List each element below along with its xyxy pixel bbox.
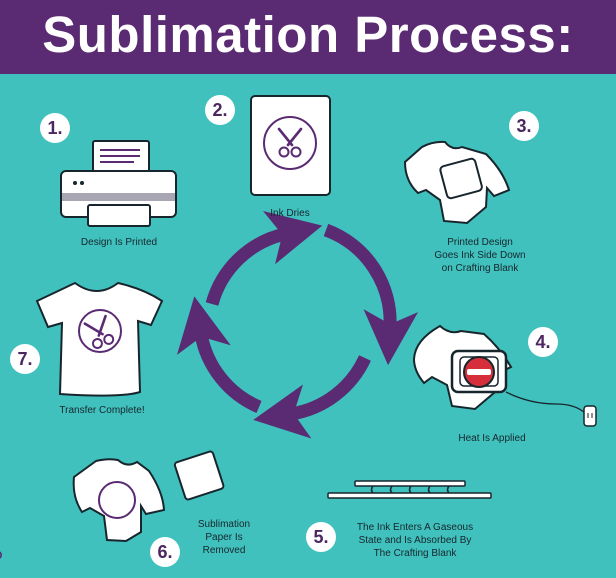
step-3-badge: 3. xyxy=(509,111,539,141)
step-7-badge: 7. xyxy=(10,344,40,374)
step-1-caption: Design Is Printed xyxy=(80,237,158,248)
step-5-caption: The Ink Enters A Gaseous State and Is Ab… xyxy=(356,522,474,559)
heat-press-icon xyxy=(412,324,597,427)
step-2-badge: 2. xyxy=(205,95,235,125)
transfer-paper-icon xyxy=(250,95,331,196)
cycle-arrows xyxy=(176,210,419,439)
step-4-badge: 4. xyxy=(528,327,558,357)
step-6-caption: Sublimation Paper Is Removed xyxy=(197,519,251,556)
shirt-with-paper-icon xyxy=(403,140,511,225)
title-banner xyxy=(0,0,616,74)
finished-shirt-icon xyxy=(35,281,164,397)
page-title: Sublimation Process: xyxy=(42,6,574,63)
step-7-caption: Transfer Complete! xyxy=(59,405,145,416)
step-1-badge: 1. xyxy=(40,113,70,143)
step-3-caption: Printed Design Goes Ink Side Down on Cra… xyxy=(434,237,526,274)
paper-removed-icon xyxy=(0,450,225,564)
gaseous-ink-icon xyxy=(327,480,492,499)
step-4-caption: Heat Is Applied xyxy=(458,433,526,444)
step-5-badge: 5. xyxy=(306,522,336,552)
step-2-caption: Ink Dries xyxy=(270,208,310,219)
step-6-badge: 6. xyxy=(150,537,180,567)
printer-icon xyxy=(60,140,177,227)
